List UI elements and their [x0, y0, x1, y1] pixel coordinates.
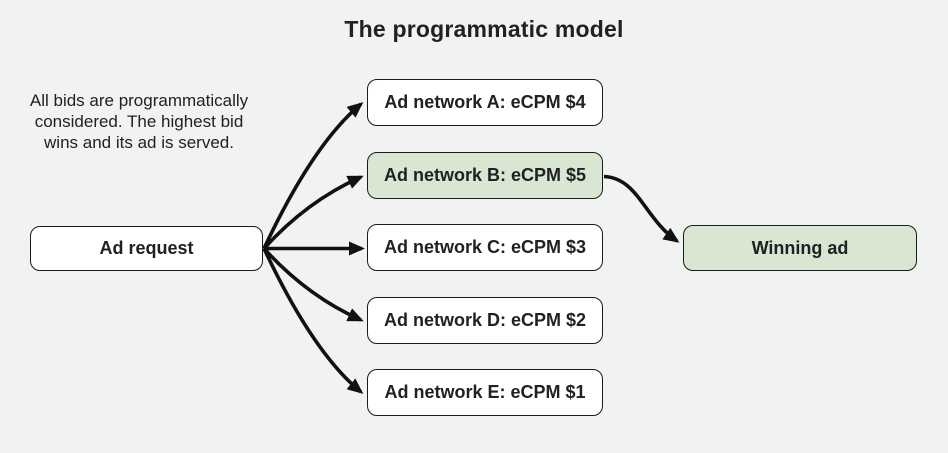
- node-ad-network-b-label: Ad network B: eCPM $5: [383, 165, 587, 185]
- node-ad-network-e-label: Ad network E: eCPM $1: [384, 382, 586, 402]
- description-text: All bids are programmatically considered…: [14, 90, 264, 153]
- node-ad-network-e: Ad network E: eCPM $1: [367, 369, 603, 416]
- description-line-2: considered. The highest bid: [34, 112, 244, 131]
- node-ad-request: Ad request: [30, 226, 263, 271]
- arrow-ad-request-to-network-d: [262, 247, 364, 322]
- arrow-ad-request-to-network-a: [262, 102, 364, 250]
- node-ad-network-c: Ad network C: eCPM $3: [367, 224, 603, 271]
- node-ad-network-b: Ad network B: eCPM $5: [367, 152, 603, 199]
- node-ad-network-a-label: Ad network A: eCPM $4: [384, 92, 586, 112]
- arrow-network-b-to-winning-ad: [603, 174, 680, 243]
- node-ad-network-c-label: Ad network C: eCPM $3: [383, 237, 587, 257]
- node-winning-ad: Winning ad: [683, 225, 917, 271]
- node-ad-network-a: Ad network A: eCPM $4: [367, 79, 603, 126]
- description-line-3: wins and its ad is served.: [44, 133, 234, 152]
- description-line-1: All bids are programmatically: [29, 91, 249, 110]
- diagram-title: The programmatic model: [344, 16, 624, 42]
- node-ad-request-label: Ad request: [99, 238, 194, 258]
- node-ad-network-d-label: Ad network D: eCPM $2: [383, 310, 587, 330]
- node-winning-ad-label: Winning ad: [751, 237, 849, 258]
- arrow-ad-request-to-network-e: [262, 247, 364, 394]
- node-ad-network-d: Ad network D: eCPM $2: [367, 297, 603, 344]
- arrow-ad-request-to-network-b: [262, 175, 364, 250]
